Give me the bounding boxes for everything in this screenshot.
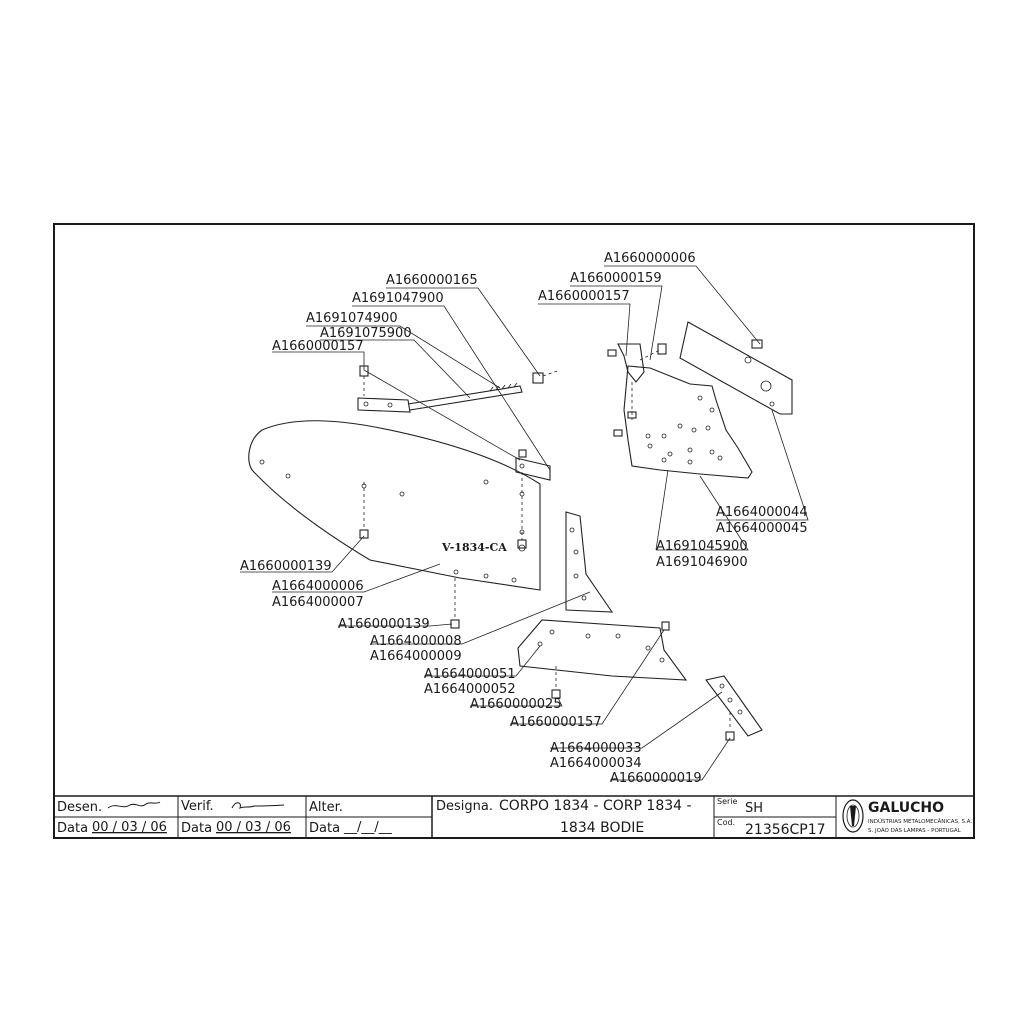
designation-line1: CORPO 1834 - CORP 1834 - xyxy=(499,798,692,814)
callout-label: A1660000157 xyxy=(510,715,602,730)
desen-signature xyxy=(107,801,161,809)
callout-label: A1664000007 xyxy=(272,595,364,610)
data-label-alter: Data xyxy=(309,821,340,836)
desen-label: Desen. xyxy=(57,800,102,815)
title-block: Desen. Verif. Alter. Data 00 / 03 / 06 D… xyxy=(54,795,974,838)
verif-signature xyxy=(231,802,285,809)
callout-label: A1691047900 xyxy=(352,291,444,306)
callout-label: A1664000008 xyxy=(370,634,462,649)
callout-label: A1660000157 xyxy=(272,339,364,354)
callout-label: A1660000025 xyxy=(470,697,562,712)
data-label-desen: Data xyxy=(57,821,88,836)
callout-label: A1691075900 xyxy=(320,326,412,341)
callout-label: A1664000052 xyxy=(424,682,516,697)
cod-label: Cod. xyxy=(717,818,735,827)
callout-label: A1664000009 xyxy=(370,649,462,664)
callout-labels: A1660000165 A1691047900 A1691074900 A169… xyxy=(240,251,808,786)
callout-label: A1664000044 xyxy=(716,505,808,520)
part-stamp: V-1834-CA xyxy=(441,541,507,554)
bolt-lower xyxy=(450,619,460,629)
callout-label: A1660000159 xyxy=(570,271,662,286)
callout-label: A1664000034 xyxy=(550,756,642,771)
adjust-bar xyxy=(679,321,793,415)
hinge-clamp xyxy=(617,343,645,383)
callout-label: A1660000165 xyxy=(386,273,478,288)
frog-group xyxy=(607,321,793,479)
verif-label: Verif. xyxy=(181,799,214,814)
share-plate xyxy=(517,619,688,681)
serie-label: Serie xyxy=(717,797,738,806)
alter-label: Alter. xyxy=(309,800,343,815)
date-verif: 00 / 03 / 06 xyxy=(216,820,291,835)
frog-plate xyxy=(623,365,753,479)
callout-label: A1660000006 xyxy=(604,251,696,266)
company-logo xyxy=(842,799,864,833)
callout-label: A1660000139 xyxy=(240,559,332,574)
share-group xyxy=(517,511,763,741)
callout-label: A1664000006 xyxy=(272,579,364,594)
bolt-left xyxy=(359,529,369,539)
data-label-verif: Data xyxy=(181,821,212,836)
designa-label: Designa. xyxy=(436,799,493,814)
heel-plate xyxy=(705,675,763,737)
mouldboard-group xyxy=(248,365,561,629)
adjuster-rod xyxy=(407,385,523,411)
cod-value: 21356CP17 xyxy=(745,822,826,838)
company-address: S. JOÃO DAS LAMPAS - PORTUGAL xyxy=(868,827,962,834)
date-desen: 00 / 03 / 06 xyxy=(92,820,167,835)
leader-lines xyxy=(240,265,809,781)
serie-value: SH xyxy=(745,801,763,816)
drawing-frame xyxy=(53,223,975,839)
designation-line2: 1834 BODIE xyxy=(560,820,644,836)
callout-label: A1660000139 xyxy=(338,617,430,632)
tab-bracket xyxy=(515,457,551,481)
company-subtitle: INDÚSTRIAS METALOMECÂNICAS, S.A. xyxy=(868,818,972,825)
callout-label: A1660000019 xyxy=(610,771,702,786)
date-alter: __/__/__ xyxy=(343,820,392,835)
callout-label: A1660000157 xyxy=(538,289,630,304)
landside-plate xyxy=(565,511,614,613)
mouldboard-plate xyxy=(248,420,541,591)
callout-label: A1691074900 xyxy=(306,311,398,326)
nut xyxy=(532,372,544,384)
callout-label: A1691046900 xyxy=(656,555,748,570)
callout-label: A1664000051 xyxy=(424,667,516,682)
callout-label: A1664000033 xyxy=(550,741,642,756)
rod-bracket xyxy=(357,397,411,413)
callout-label: A1691045900 xyxy=(656,539,748,554)
callout-label: A1664000045 xyxy=(716,521,808,536)
company-name: GALUCHO xyxy=(868,800,944,816)
